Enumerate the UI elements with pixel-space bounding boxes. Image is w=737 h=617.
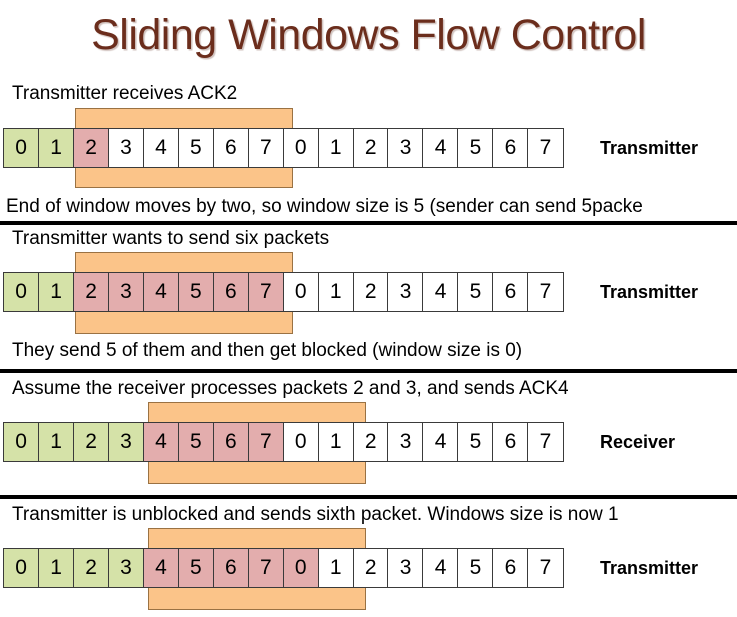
packet-cell: 2	[72, 422, 110, 462]
packet-cell: 1	[317, 272, 354, 312]
packet-cell: 5	[457, 422, 494, 462]
packet-cell: 3	[107, 128, 145, 168]
packet-cell: 6	[212, 128, 249, 168]
packet-cell: 3	[387, 422, 424, 462]
packet-cell: 2	[72, 548, 110, 588]
packet-cell: 6	[212, 272, 249, 312]
packet-cell: 0	[3, 272, 40, 312]
page-title: Sliding Windows Flow Control	[91, 11, 646, 59]
packet-cell: 6	[212, 422, 249, 462]
packet-cell: 4	[422, 422, 459, 462]
packet-cell: 5	[177, 272, 215, 312]
packet-cell: 4	[422, 548, 459, 588]
packet-cell: 6	[492, 272, 529, 312]
panel-1-caption-top: Transmitter receives ACK2	[12, 83, 238, 104]
panel-1-caption-bottom: End of window moves by two, so window si…	[6, 196, 643, 217]
panel-4-caption-top: Transmitter is unblocked and sends sixth…	[12, 504, 619, 525]
panel-1-role-label: Transmitter	[600, 138, 699, 158]
packet-cell: 2	[352, 548, 389, 588]
packet-cell: 3	[107, 422, 145, 462]
packet-cell: 1	[37, 128, 75, 168]
packet-cell: 2	[352, 272, 389, 312]
packet-cell: 1	[317, 128, 354, 168]
packet-cell: 3	[107, 548, 145, 588]
packet-cell: 4	[142, 128, 180, 168]
packet-cell: 5	[177, 128, 215, 168]
packet-cell: 6	[492, 548, 529, 588]
panel-3-caption-top: Assume the receiver processes packets 2 …	[12, 378, 569, 399]
packet-cell: 0	[3, 422, 40, 462]
packet-cell: 3	[387, 548, 424, 588]
packet-cell: 1	[317, 548, 354, 588]
panel-divider-3	[0, 495, 737, 499]
packet-cell: 7	[247, 548, 284, 588]
panel-divider-2	[0, 369, 737, 373]
packet-cell: 0	[3, 128, 40, 168]
packet-cell: 1	[317, 422, 354, 462]
packet-cell: 4	[142, 548, 180, 588]
packet-cell: 7	[527, 272, 564, 312]
packet-cell: 5	[177, 548, 215, 588]
packet-cell: 0	[282, 128, 319, 168]
panel-4-role-label: Transmitter	[600, 558, 699, 578]
packet-cell: 7	[527, 128, 564, 168]
packet-cell: 0	[282, 272, 319, 312]
packet-cell: 2	[352, 422, 389, 462]
packet-cell: 0	[3, 548, 40, 588]
packet-cell: 7	[247, 128, 284, 168]
packet-cell: 3	[387, 128, 424, 168]
panel-3-role-label: Receiver	[600, 432, 676, 452]
panel-2-role-label: Transmitter	[600, 282, 699, 302]
packet-cell: 5	[177, 422, 215, 462]
packet-cell: 6	[492, 128, 529, 168]
packet-cell: 7	[247, 272, 284, 312]
panel-2-caption-top: Transmitter wants to send six packets	[12, 228, 330, 249]
packet-cell: 4	[422, 128, 459, 168]
packet-cell: 4	[142, 422, 180, 462]
packet-cell: 0	[282, 422, 319, 462]
packet-cell: 6	[492, 422, 529, 462]
packet-cell: 0	[282, 548, 319, 588]
packet-cell: 4	[422, 272, 459, 312]
packet-cell: 7	[527, 422, 564, 462]
packet-cell: 3	[107, 272, 145, 312]
packet-cell: 1	[37, 422, 75, 462]
packet-cell: 2	[72, 128, 110, 168]
packet-cell: 5	[457, 272, 494, 312]
packet-cell: 1	[37, 272, 75, 312]
panel-divider-1	[0, 221, 737, 225]
packet-cell: 5	[457, 128, 494, 168]
packet-cell: 7	[527, 548, 564, 588]
packet-cell: 5	[457, 548, 494, 588]
packet-cell: 7	[247, 422, 284, 462]
packet-cell: 2	[72, 272, 110, 312]
packet-cell: 6	[212, 548, 249, 588]
packet-cell: 2	[352, 128, 389, 168]
packet-cell: 1	[37, 548, 75, 588]
packet-cell: 3	[387, 272, 424, 312]
panel-2-caption-bottom: They send 5 of them and then get blocked…	[12, 340, 523, 361]
packet-cell: 4	[142, 272, 180, 312]
